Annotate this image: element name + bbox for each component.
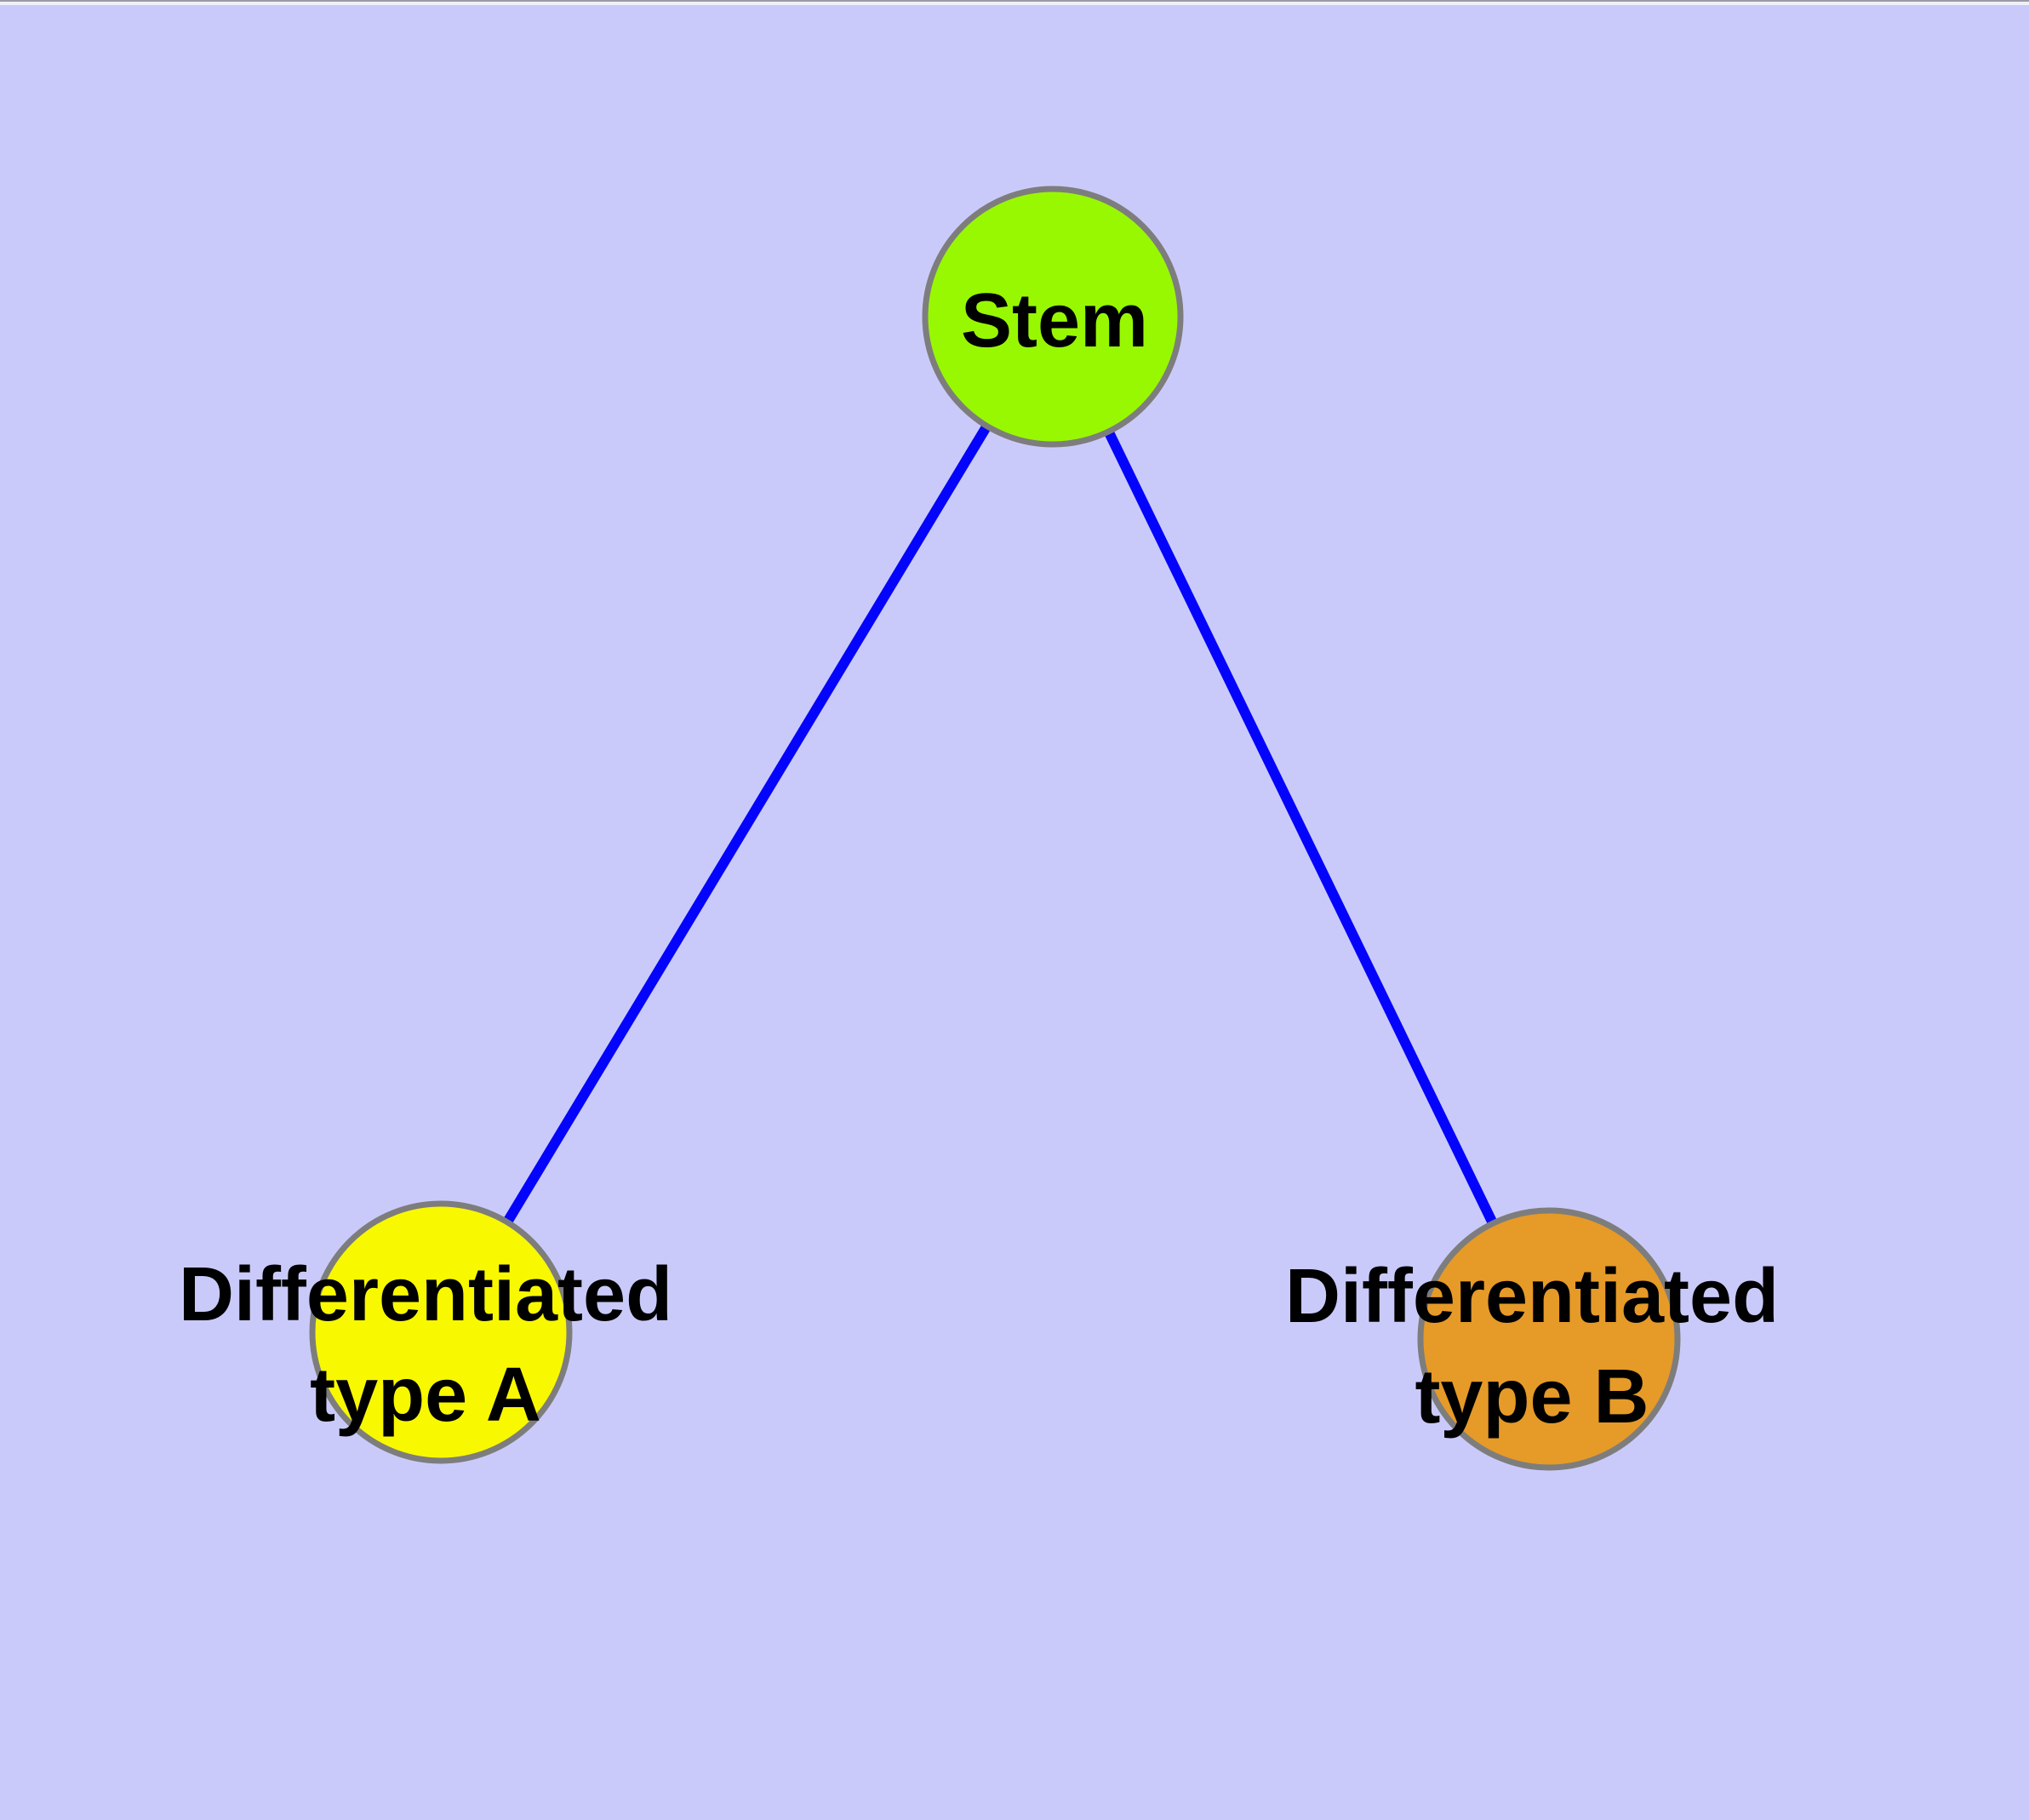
- node-differentiated-type-b-label: Differentiated type B: [1285, 1246, 1779, 1447]
- node-stem-label: Stem: [960, 278, 1149, 363]
- label-line-1: Differentiated: [1284, 1254, 1780, 1339]
- label-line-2: type A: [310, 1353, 541, 1438]
- edge-stem-to-type-a: [436, 313, 1058, 1336]
- node-differentiated-type-a-circle: [309, 1200, 573, 1464]
- edge-stem-to-type-b: [1048, 314, 1554, 1342]
- node-stem-circle: [922, 186, 1184, 448]
- label-line-1: Differentiated: [178, 1252, 673, 1337]
- window-top-edge: [0, 0, 2029, 5]
- node-differentiated-type-b-circle: [1417, 1207, 1681, 1471]
- label-line-2: type B: [1415, 1354, 1649, 1439]
- node-differentiated-type-a-label: Differentiated type A: [179, 1245, 672, 1445]
